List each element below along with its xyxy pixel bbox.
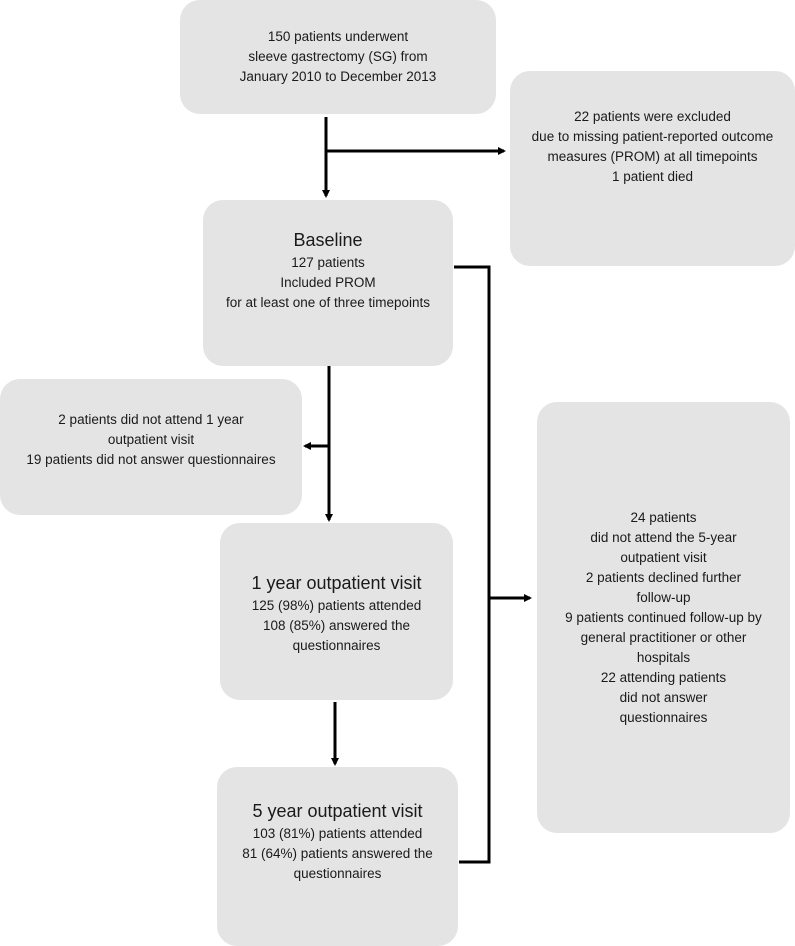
missing-5yr-line-6: 9 patients continued follow-up by: [565, 610, 762, 625]
missing-5yr-box: 24 patients did not attend the 5-year ou…: [537, 402, 790, 833]
excluded-line-2: due to missing patient-reported outcome: [531, 129, 774, 144]
excluded-line-4: 1 patient died: [611, 169, 694, 184]
bracket-connector: [454, 265, 491, 864]
missing-5yr-line-5: follow-up: [636, 590, 691, 605]
missing-1yr-line-2: outpatient visit: [107, 432, 195, 447]
visit-1yr-line-2: 108 (85%) answered the: [262, 618, 411, 633]
baseline-heading: Baseline: [293, 230, 363, 250]
missing-1yr-box: 2 patients did not attend 1 year outpati…: [0, 379, 302, 515]
missing-5yr-line-3: outpatient visit: [620, 550, 707, 565]
visit-5yr-line-3: questionnaires: [293, 866, 382, 881]
start-line-3: January 2010 to December 2013: [239, 69, 437, 84]
missing-5yr-line-8: hospitals: [636, 650, 691, 665]
visit-5yr-line-1: 103 (81%) patients attended: [252, 826, 423, 841]
visit-1yr-box: 1 year outpatient visit 125 (98%) patien…: [220, 523, 453, 700]
baseline-line-1: 127 patients: [291, 255, 365, 270]
missing-5yr-line-11: questionnaires: [619, 710, 708, 725]
start-line-1: 150 patients underwent: [267, 29, 409, 44]
visit-1yr-line-3: questionnaires: [292, 638, 381, 653]
baseline-line-2: Included PROM: [280, 275, 376, 290]
visit-5yr-heading: 5 year outpatient visit: [252, 801, 423, 821]
excluded-line-3: measures (PROM) at all timepoints: [547, 149, 758, 164]
missing-5yr-line-9: 22 attending patients: [600, 670, 727, 685]
visit-1yr-line-1: 125 (98%) patients attended: [251, 598, 422, 613]
missing-5yr-line-10: did not answer: [619, 690, 708, 705]
missing-1yr-line-1: 2 patients did not attend 1 year: [58, 412, 244, 427]
visit-1yr-heading: 1 year outpatient visit: [251, 573, 422, 593]
missing-5yr-line-2: did not attend the 5-year: [590, 530, 737, 545]
start-line-2: sleeve gastrectomy (SG) from: [248, 49, 428, 64]
missing-5yr-line-7: general practitioner or other: [580, 630, 747, 645]
baseline-box: Baseline 127 patients Included PROM for …: [203, 200, 453, 366]
missing-1yr-line-3: 19 patients did not answer questionnaire…: [26, 452, 276, 467]
missing-5yr-line-1: 24 patients: [630, 510, 697, 525]
excluded-box: 22 patients were excluded due to missing…: [510, 71, 795, 266]
visit-5yr-line-2: 81 (64%) patients answered the: [242, 846, 433, 861]
excluded-line-1: 22 patients were excluded: [574, 109, 731, 124]
start-box: 150 patients underwent sleeve gastrectom…: [180, 0, 496, 114]
missing-5yr-line-4: 2 patients declined further: [585, 570, 742, 585]
baseline-line-3: for at least one of three timepoints: [225, 295, 431, 310]
visit-5yr-box: 5 year outpatient visit 103 (81%) patien…: [217, 767, 458, 946]
